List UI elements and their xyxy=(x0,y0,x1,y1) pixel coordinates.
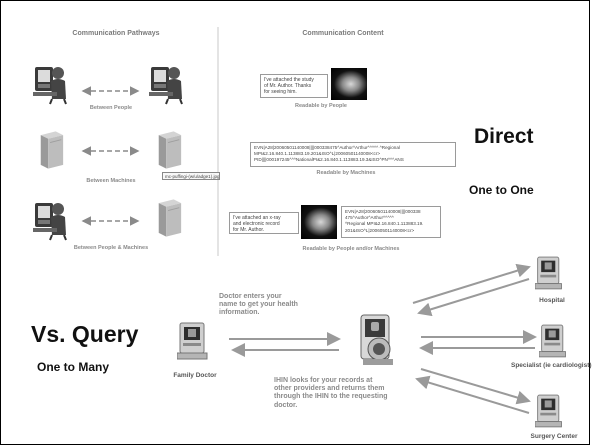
one-to-many-label: One to Many xyxy=(37,360,110,374)
caption-readable-both: Readable by People and/or Machines xyxy=(302,246,400,252)
hospital-label: Hospital xyxy=(539,297,565,304)
xray-skull-image xyxy=(301,205,337,239)
server-icon xyxy=(40,130,64,170)
person-computer-icon xyxy=(33,66,67,105)
hl7-message-note: EVN|A28|20060501140008||||000338475^Auth… xyxy=(250,142,456,167)
family-doctor-label: Family Doctor xyxy=(173,372,217,379)
hl7-record-note: EVN|A28|20060501140008||||000338 475^Aut… xyxy=(341,206,441,238)
arrow-to-surgery xyxy=(420,368,531,405)
server-icon xyxy=(158,130,182,170)
ihin-looks-note: IHIN looks for your records at other pro… xyxy=(274,377,388,409)
message-note-people: I've attached the study of Mr. Author. T… xyxy=(260,74,328,98)
specialist-computer-icon xyxy=(539,324,566,358)
xray-record-note: I've attached an x-ray and electronic re… xyxy=(229,212,299,234)
file-tooltip: mc-puffingi-(w/u/adge1).jpg xyxy=(162,172,220,180)
server-icon xyxy=(158,198,182,238)
caption-readable-machines: Readable by Machines xyxy=(316,170,376,176)
arrow-to-hospital xyxy=(412,263,531,304)
doctor-enters-note: Doctor enters your name to get your heal… xyxy=(219,293,298,316)
person-computer-icon xyxy=(149,66,183,105)
caption-between-people-machines: Between People & Machines xyxy=(73,245,149,251)
caption-readable-people: Readable by People xyxy=(295,103,347,109)
content-header: Communication Content xyxy=(302,30,384,37)
ihin-hub-icon xyxy=(360,314,394,366)
caption-between-machines: Between Machines xyxy=(86,178,136,184)
pathways-header: Communication Pathways xyxy=(72,30,160,37)
hospital-computer-icon xyxy=(535,256,562,290)
arrow-from-hospital xyxy=(417,278,530,317)
person-computer-icon xyxy=(33,202,67,241)
direct-label: Direct xyxy=(474,125,534,148)
family-doctor-computer-icon xyxy=(177,322,208,360)
xray-skull-image xyxy=(331,68,367,100)
vs-query-label: Vs. Query xyxy=(31,321,139,347)
one-to-one-label: One to One xyxy=(469,183,534,197)
surgery-center-label: Surgery Center xyxy=(530,433,578,440)
specialist-label: Specialist (ie cardiologist) xyxy=(511,362,592,369)
arrow-from-surgery xyxy=(415,375,530,414)
surgery-computer-icon xyxy=(535,394,562,428)
caption-between-people: Between People xyxy=(89,105,133,111)
